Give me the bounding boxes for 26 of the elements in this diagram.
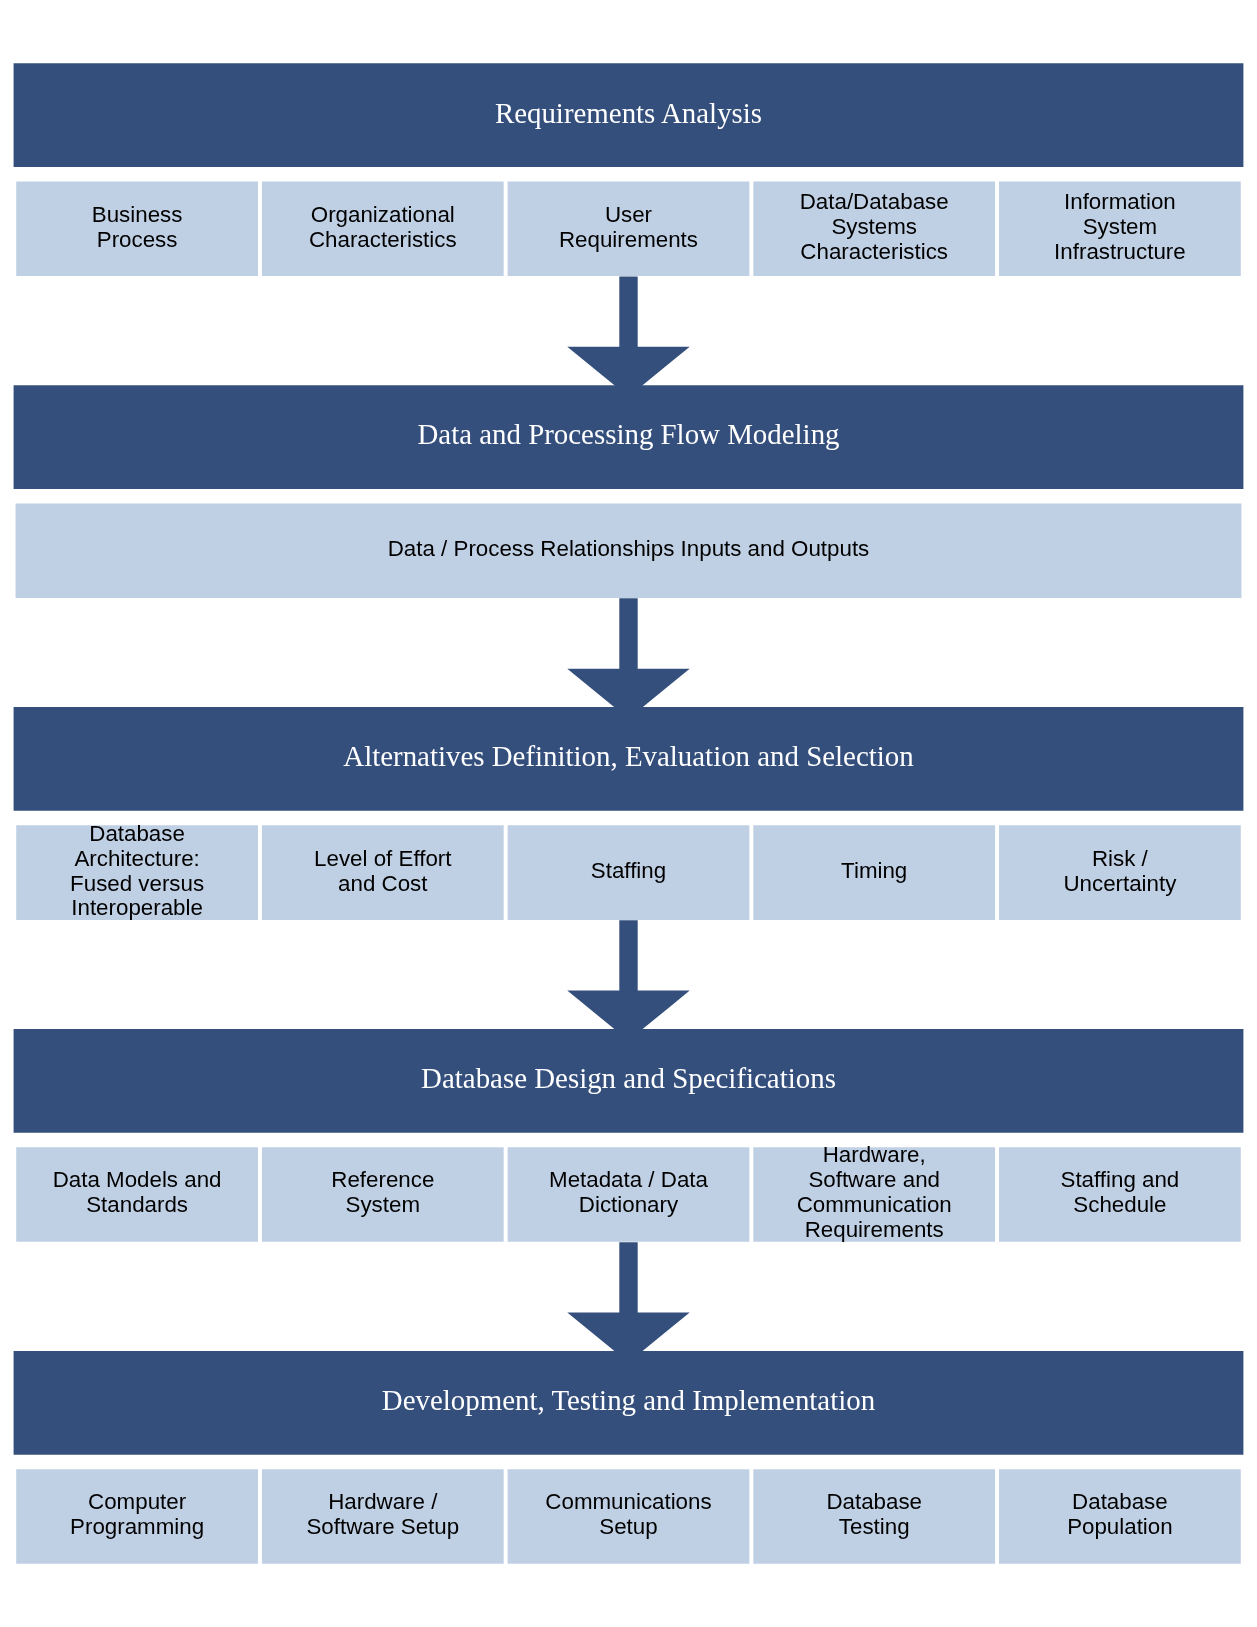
node-box: Database Population xyxy=(999,1469,1241,1564)
node-box: Timing xyxy=(753,825,996,920)
node-box: Database Testing xyxy=(753,1469,996,1564)
node-box: Staffing xyxy=(507,825,750,920)
node-box: Development, Testing and Implementation xyxy=(13,1350,1244,1455)
node-box: Data Models and Standards xyxy=(16,1147,258,1242)
node-box: Staffing and Schedule xyxy=(999,1147,1241,1242)
node-box: Alternatives Definition, Evaluation and Selection xyxy=(13,707,1244,811)
node-box: Business Process xyxy=(16,181,258,277)
node-box: Data and Processing Flow Modeling xyxy=(13,385,1244,489)
node-box: Level of Effort and Cost xyxy=(261,825,504,920)
node-box: Communications Setup xyxy=(507,1469,750,1564)
node-box: Reference System xyxy=(261,1147,504,1242)
node-box: Database Architecture: Fused versus Interoperable xyxy=(16,825,258,920)
node-box: Database Design and Specifications xyxy=(13,1029,1244,1133)
node-box: Information System Infrastructure xyxy=(999,181,1241,277)
node-box: Hardware, Software and Communication Requirements xyxy=(753,1147,996,1242)
node-box: Risk / Uncertainty xyxy=(999,825,1241,920)
node-box: Metadata / Data Dictionary xyxy=(507,1147,750,1242)
node-box: Organizational Characteristics xyxy=(261,181,504,277)
node-box: Computer Programming xyxy=(16,1469,258,1564)
node-box: Data / Process Relationships Inputs and Outputs xyxy=(15,503,1242,598)
node-box: User Requirements xyxy=(507,181,750,277)
node-box: Requirements Analysis xyxy=(13,63,1244,168)
node-box: Data/Database Systems Characteristics xyxy=(753,181,996,277)
node-box: Hardware / Software Setup xyxy=(261,1469,504,1564)
